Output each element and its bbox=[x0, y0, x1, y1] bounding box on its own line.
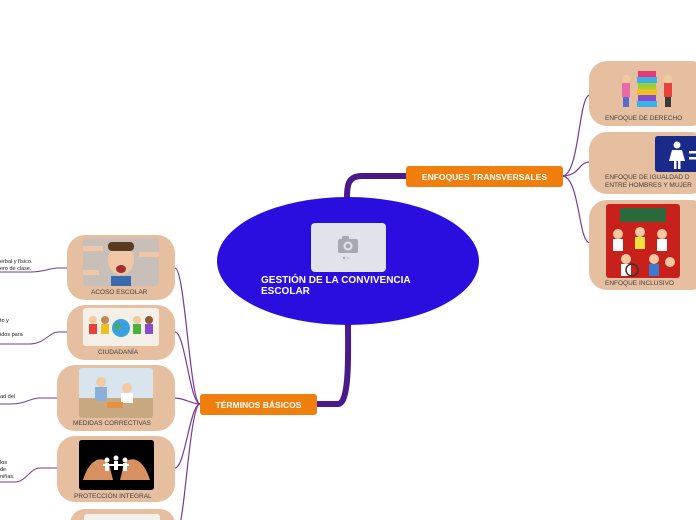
note-medidas-line1: ad del bbox=[0, 394, 15, 401]
node-medidas-correctivas-label: MEDIDAS CORRECTIVAS bbox=[73, 420, 151, 428]
note-acoso-line1: erbal y físico. bbox=[0, 259, 32, 266]
children-globe-image bbox=[83, 308, 159, 346]
branch-enfoques-transversales[interactable]: ENFOQUES TRANSVERSALES bbox=[406, 166, 563, 187]
note-proteccion-line1: los bbox=[0, 460, 15, 467]
branch-enfoques-label: ENFOQUES TRANSVERSALES bbox=[422, 172, 547, 182]
connector-enfoque-derecho bbox=[562, 95, 590, 176]
connector-termino-ciudadania bbox=[175, 332, 200, 404]
central-topic-title: GESTIÓN DE LA CONVIVENCIA ESCOLAR bbox=[261, 275, 461, 297]
note-ciudadania-line1: to y bbox=[0, 318, 23, 325]
connector-enfoque-inclusivo bbox=[562, 176, 590, 243]
inclusive-classroom-image bbox=[606, 204, 680, 278]
central-title-line2: ESCOLAR bbox=[261, 286, 461, 297]
node-ciudadania-label: CIUDADANÍA bbox=[98, 349, 138, 357]
camera-icon bbox=[311, 223, 386, 272]
node-enfoque-inclusivo[interactable]: ENFOQUE INCLUSIVO bbox=[589, 200, 696, 290]
gender-equality-image bbox=[655, 136, 696, 172]
node-acoso-escolar-label: ACOSO ESCOLAR bbox=[91, 289, 147, 297]
node-acoso-escolar[interactable]: ACOSO ESCOLAR bbox=[67, 235, 175, 300]
node-proteccion-integral[interactable]: PROTECCIÓN INTEGRAL bbox=[57, 436, 175, 502]
central-title-line1: GESTIÓN DE LA CONVIVENCIA bbox=[261, 275, 461, 286]
node-medidas-correctivas[interactable]: MEDIDAS CORRECTIVAS bbox=[57, 365, 175, 431]
node-enfoque-igualdad-label-line1: ENFOQUE DE IGUALDAD D bbox=[605, 174, 692, 182]
node-ciudadania[interactable]: CIUDADANÍA bbox=[67, 305, 175, 360]
note-acoso-line2: ero de clase. bbox=[0, 266, 32, 273]
hands-protecting-figures-image bbox=[79, 440, 154, 490]
note-medidas-correctivas: ad del bbox=[0, 394, 15, 401]
node-enfoque-igualdad-label-line2: ENTRE HOMBRES Y MUJER bbox=[605, 182, 692, 190]
node-enfoque-igualdad[interactable]: ENFOQUE DE IGUALDAD D ENTRE HOMBRES Y MU… bbox=[589, 132, 696, 194]
connector-termino-proteccion bbox=[175, 404, 200, 468]
node-enfoque-igualdad-label: ENFOQUE DE IGUALDAD D ENTRE HOMBRES Y MU… bbox=[605, 174, 692, 190]
central-image-placeholder bbox=[311, 223, 386, 272]
note-ciudadania: to y idos para bbox=[0, 318, 23, 339]
node-enfoque-inclusivo-label: ENFOQUE INCLUSIVO bbox=[605, 280, 674, 288]
branch-terminos-basicos[interactable]: TÉRMINOS BÁSICOS bbox=[200, 394, 317, 415]
node-enfoque-derecho[interactable]: ENFOQUE DE DERECHO bbox=[589, 61, 696, 126]
note-acoso-escolar: erbal y físico. ero de clase. bbox=[0, 259, 32, 273]
books-children-image bbox=[616, 65, 678, 111]
note-proteccion-integral: los de niñas. bbox=[0, 460, 15, 481]
note-proteccion-line2: de bbox=[0, 467, 15, 474]
node-enfoque-derecho-label: ENFOQUE DE DERECHO bbox=[605, 115, 682, 123]
bullying-child-image bbox=[83, 238, 159, 286]
connector-central-enfoques bbox=[347, 176, 406, 198]
classroom-teacher-image bbox=[79, 368, 153, 418]
branch-terminos-label: TÉRMINOS BÁSICOS bbox=[216, 400, 302, 410]
partial-node-image bbox=[84, 514, 160, 520]
note-proteccion-line3: niñas. bbox=[0, 474, 15, 481]
note-ciudadania-line2: idos para bbox=[0, 332, 23, 339]
connector-central-terminos bbox=[318, 325, 348, 404]
node-proteccion-integral-label: PROTECCIÓN INTEGRAL bbox=[74, 493, 152, 501]
node-partial-bottom[interactable] bbox=[70, 509, 175, 520]
connector-termino-extra bbox=[178, 404, 200, 520]
